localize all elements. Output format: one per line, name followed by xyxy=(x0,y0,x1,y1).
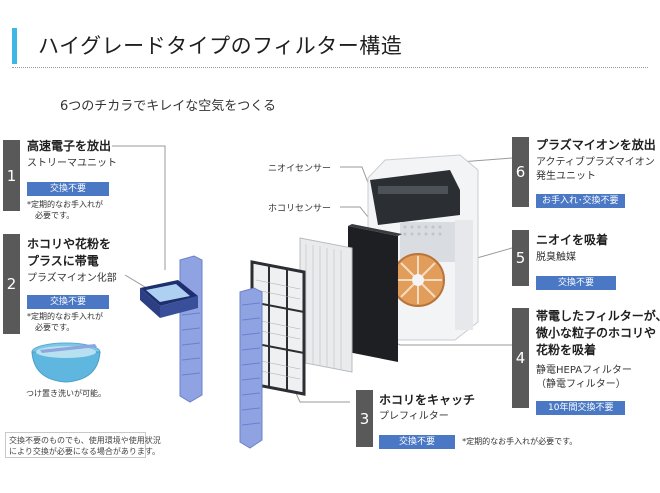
deodorizing-filter xyxy=(348,224,402,362)
feature-1-note-line2: 必要です。 xyxy=(35,211,75,220)
feature-4-block: 帯電したフィルターが、 微小な粒子のホコリや 花粉を吸着 静電HEPAフィルター… xyxy=(536,308,660,415)
dust-sensor-label: ホコリセンサー xyxy=(268,204,332,214)
plasma-ion-rod xyxy=(239,287,263,449)
feature-3-block: ホコリをキャッチ プレフィルター 交換不要 *定期的なお手入れが必要です。 xyxy=(379,392,577,449)
streamer-module xyxy=(140,280,198,318)
feature-6-subtitle-line2: 発生ユニット xyxy=(536,171,596,182)
feature-1-badge: 交換不要 xyxy=(27,182,110,196)
feature-1-note-line1: *定期的なお手入れが xyxy=(27,200,103,209)
feature-3-note: *定期的なお手入れが必要です。 xyxy=(462,437,578,446)
feature-4-subtitle-line2: （静電フィルター） xyxy=(536,379,626,390)
feature-5-number: 5 xyxy=(512,230,529,286)
footnote-box: 交換不要のものでも、使用環境や使用状況 により交換が必要になる場合があります。 xyxy=(5,432,161,458)
feature-6-number: 6 xyxy=(512,137,529,207)
page-subtitle: 6つのチカラでキレイな空気をつくる xyxy=(60,99,277,114)
feature-5-block: ニオイを吸着 脱臭触媒 交換不要 xyxy=(536,232,617,290)
feature-6-block: プラズマイオンを放出 アクティブプラズマイオン 発生ユニット お手入れ･交換不要 xyxy=(536,137,656,208)
odor-sensor-label: ニオイセンサー xyxy=(268,164,332,174)
wash-caption: つけ置き洗いが可能。 xyxy=(26,389,106,398)
feature-4-title-line3: 花粉を吸着 xyxy=(536,343,597,357)
feature-5-badge: 交換不要 xyxy=(536,276,617,290)
feature-3-title: ホコリをキャッチ xyxy=(379,393,476,407)
feature-2-title-line1: ホコリや花粉を xyxy=(27,237,112,251)
feature-6-subtitle-line1: アクティブプラズマイオン xyxy=(536,157,655,168)
feature-6-title: プラズマイオンを放出 xyxy=(536,138,656,152)
streamer-rod xyxy=(179,255,203,403)
feature-3-badge: 交換不要 xyxy=(379,435,456,449)
feature-4-number: 4 xyxy=(512,308,529,408)
feature-4-badge: 10年間交換不要 xyxy=(536,401,626,415)
feature-2-title-line2: プラスに帯電 xyxy=(27,254,99,268)
title-accent-bar xyxy=(12,28,17,64)
feature-3-number: 3 xyxy=(356,390,373,447)
leader-line-1 xyxy=(112,145,166,270)
feature-5-subtitle: 脱臭触媒 xyxy=(536,252,576,263)
footnote-line2: により交換が必要になる場合があります。 xyxy=(9,447,161,456)
feature-5-title: ニオイを吸着 xyxy=(536,233,609,247)
feature-2-note-line1: *定期的なお手入れが xyxy=(27,312,103,321)
feature-1-subtitle: ストリーマユニット xyxy=(27,158,117,169)
feature-1-title: 高速電子を放出 xyxy=(27,139,112,153)
feature-2-badge: 交換不要 xyxy=(27,295,110,309)
feature-4-subtitle-line1: 静電HEPAフィルター xyxy=(536,365,632,376)
wash-basin xyxy=(31,342,101,383)
feature-2-block: ホコリや花粉を プラスに帯電 プラズマイオン化部 交換不要 *定期的なお手入れが… xyxy=(27,236,117,333)
leader-line-dust-sensor xyxy=(340,206,373,223)
feature-2-subtitle: プラズマイオン化部 xyxy=(27,273,117,284)
pre-filter xyxy=(250,260,306,396)
footnote-line1: 交換不要のものでも、使用環境や使用状況 xyxy=(9,436,161,445)
feature-4-title-line2: 微小な粒子のホコリや xyxy=(536,326,657,340)
feature-6-badge: お手入れ･交換不要 xyxy=(536,194,625,208)
feature-1-number: 1 xyxy=(3,140,20,211)
feature-1-block: 高速電子を放出 ストリーマユニット 交換不要 *定期的なお手入れが 必要です。 xyxy=(27,138,117,221)
feature-2-note-line2: 必要です。 xyxy=(35,323,75,332)
page-title: ハイグレードタイプのフィルター構造 xyxy=(38,34,403,58)
feature-2-number: 2 xyxy=(3,234,20,334)
feature-3-subtitle: プレフィルター xyxy=(379,411,449,422)
leader-line-odor-sensor xyxy=(340,166,371,189)
hepa-filter xyxy=(299,237,353,373)
title-bar: ハイグレードタイプのフィルター構造 xyxy=(12,28,648,68)
feature-4-title-line1: 帯電したフィルターが、 xyxy=(536,309,660,323)
